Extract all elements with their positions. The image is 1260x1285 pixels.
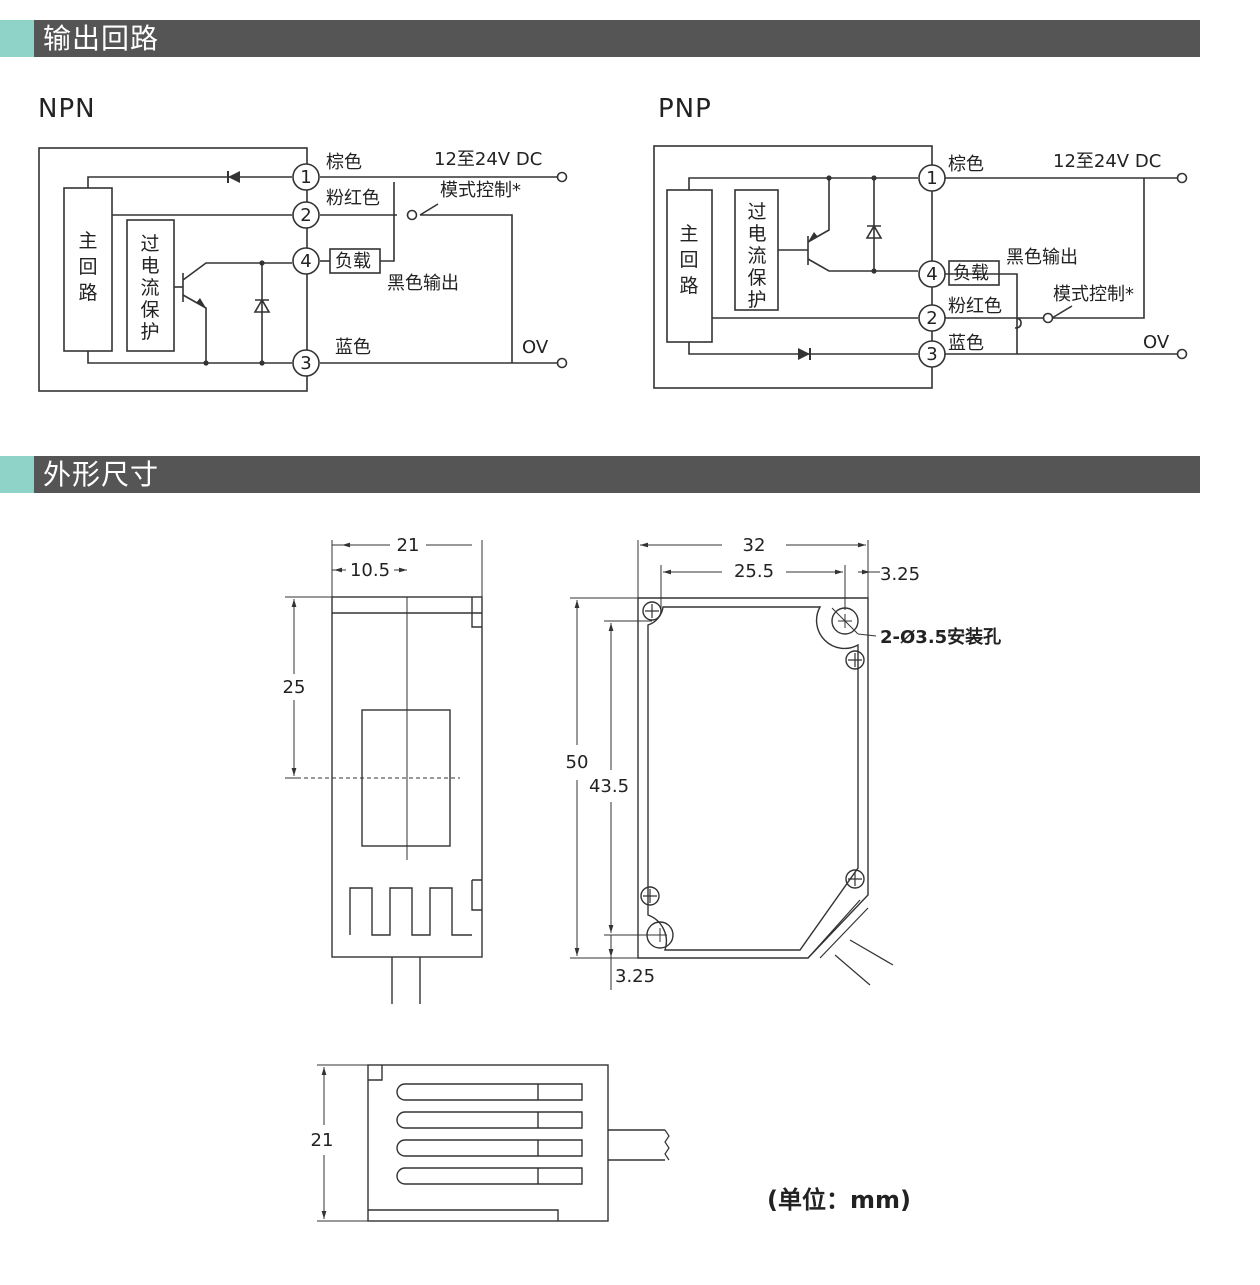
npn-mode-label: 模式控制* [440, 180, 521, 201]
pnp-terminal-1 [918, 164, 946, 192]
pnp-terminal-label: 3 [926, 344, 937, 365]
pnp-switch-node [1042, 312, 1054, 324]
pnp-protect-char: 过 [747, 201, 766, 223]
npn-protect-char: 流 [140, 277, 159, 299]
dim-front-hole-vspan: 43.5 [589, 776, 629, 797]
npn-blue-label: 蓝色 [335, 337, 371, 358]
pnp-main-char: 主 [679, 223, 698, 245]
npn-terminal-label: 2 [300, 205, 311, 226]
pnp-supply-node [1176, 172, 1188, 184]
npn-terminal-3 [292, 349, 320, 377]
npn-supply-label: 12至24V DC [434, 149, 542, 170]
npn-terminal-label: 4 [300, 251, 311, 272]
pnp-label: PNP [658, 94, 712, 124]
unit-note: (单位：mm) [767, 1186, 911, 1214]
dim-side-width: 21 [397, 535, 420, 556]
npn-terminal-label: 3 [300, 353, 311, 374]
dim-front-width: 32 [743, 535, 766, 556]
npn-terminal-2 [292, 201, 320, 229]
npn-terminal-4 [292, 247, 320, 275]
pnp-blue-label: 蓝色 [948, 333, 984, 354]
pnp-zero-node [1176, 348, 1188, 360]
npn-circuit-diagram: 1 2 4 3 主 回 路 过 电 流 保 护 棕色 粉红色 负载 蓝色 12至… [38, 147, 568, 392]
npn-terminal-label: 1 [300, 167, 311, 188]
npn-pink-label: 粉红色 [326, 188, 380, 209]
section-title-dimensions: 外形尺寸 [43, 458, 160, 491]
pnp-protect-char: 保 [747, 267, 766, 289]
npn-load-label: 负载 [335, 251, 371, 272]
pnp-protect-char: 电 [747, 223, 766, 245]
pnp-terminal-label: 4 [926, 264, 937, 285]
front-view [570, 540, 894, 990]
npn-label: NPN [38, 94, 96, 124]
section-accent [0, 20, 34, 57]
npn-protect-char: 保 [140, 299, 159, 321]
npn-main-char: 路 [78, 282, 97, 304]
pnp-zero-label: OV [1143, 332, 1170, 353]
npn-main-char: 回 [78, 256, 97, 278]
npn-brown-label: 棕色 [326, 152, 362, 173]
pnp-protect-char: 流 [747, 245, 766, 267]
npn-protect-char: 护 [140, 321, 159, 343]
dim-top-height: 21 [311, 1130, 334, 1151]
npn-supply-node [556, 171, 568, 183]
side-view [285, 540, 483, 1004]
pnp-mode-label: 模式控制* [1053, 284, 1134, 305]
mount-hole-label: 2-Ø3.5安装孔 [880, 626, 1001, 648]
pnp-terminal-label: 1 [926, 168, 937, 189]
pnp-brown-label: 棕色 [948, 154, 984, 175]
section-header-output: 输出回路 [0, 20, 1200, 57]
section-header-dimensions: 外形尺寸 [0, 456, 1200, 493]
npn-overcurrent-box [126, 219, 175, 352]
pnp-protect-char: 护 [747, 289, 766, 311]
pnp-main-char: 回 [679, 249, 698, 271]
section-title-output: 输出回路 [43, 22, 160, 55]
pnp-pink-label: 粉红色 [948, 296, 1002, 317]
npn-protect-char: 电 [140, 255, 159, 277]
pnp-load-label: 负载 [953, 263, 989, 284]
dim-side-height: 25 [283, 677, 306, 698]
pnp-supply-label: 12至24V DC [1053, 151, 1161, 172]
npn-black-output-label: 黑色输出 [387, 273, 459, 294]
npn-terminal-1 [292, 163, 320, 191]
top-view [317, 1064, 670, 1222]
pnp-terminal-3 [918, 340, 946, 368]
npn-zero-label: OV [522, 337, 549, 358]
npn-switch-node [406, 209, 418, 221]
section-accent [0, 456, 34, 493]
pnp-terminal-4 [918, 260, 946, 288]
dimension-drawings: 21 10.5 25 32 25.5 [283, 535, 1001, 1222]
pnp-terminal-2 [918, 304, 946, 332]
pnp-circuit-diagram: 1 4 2 3 主 回 路 过 电 流 保 护 棕色 负载 黑色输出 粉红色 蓝… [653, 145, 1188, 389]
npn-main-char: 主 [78, 230, 97, 252]
pnp-terminal-label: 2 [926, 308, 937, 329]
dim-front-hole-span: 25.5 [734, 561, 774, 582]
pnp-black-output-label: 黑色输出 [1006, 247, 1078, 268]
npn-protect-char: 过 [140, 233, 159, 255]
pnp-main-char: 路 [679, 275, 698, 297]
dim-front-offset-bottom: 3.25 [615, 966, 655, 987]
dim-side-half: 10.5 [350, 560, 390, 581]
dim-front-offset-right: 3.25 [880, 564, 920, 585]
dim-front-height: 50 [566, 752, 589, 773]
npn-zero-node [556, 357, 568, 369]
